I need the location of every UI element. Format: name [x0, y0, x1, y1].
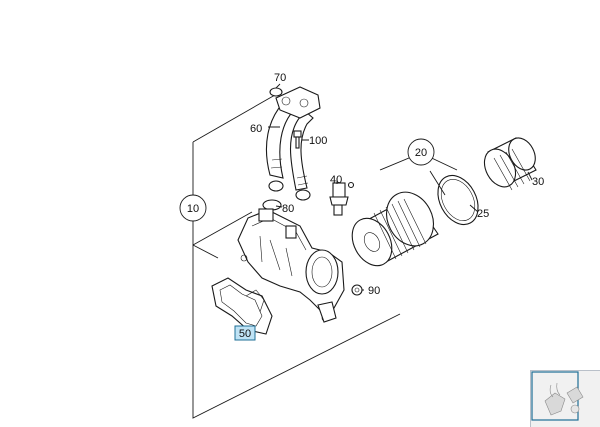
- svg-text:50: 50: [239, 328, 251, 340]
- housing-part: [237, 208, 345, 323]
- navigator-preview: [531, 371, 584, 421]
- callout-20[interactable]: 20: [407, 138, 435, 166]
- hose-60-part: [265, 86, 321, 201]
- o-ring-70-part: [269, 87, 283, 97]
- navigator-hose-sketch: [549, 382, 561, 398]
- callout-80[interactable]: 80: [282, 203, 294, 215]
- callout-10[interactable]: 10: [179, 194, 207, 222]
- navigator-filter-sketch: [566, 386, 584, 404]
- callout-60[interactable]: 60: [250, 123, 262, 135]
- diagram-navigator-thumbnail[interactable]: [530, 370, 600, 427]
- navigator-part-sketch: [544, 392, 566, 416]
- bolt-100-part: [293, 130, 302, 149]
- svg-text:10: 10: [187, 203, 199, 215]
- seal-ring-25-part: [437, 174, 479, 226]
- navigator-cap-sketch: [570, 404, 580, 414]
- leader-lines: [252, 83, 533, 340]
- screw-90-part: [351, 284, 363, 296]
- cap-30-part: [483, 137, 537, 191]
- callout-30[interactable]: 30: [532, 176, 544, 188]
- sensor-40-part: [329, 181, 355, 216]
- filter-element-20-part: [351, 191, 439, 267]
- assembly-bracket-10: [192, 94, 401, 419]
- svg-text:20: 20: [415, 147, 427, 159]
- callout-100[interactable]: 100: [309, 135, 327, 147]
- callout-90[interactable]: 90: [368, 285, 380, 297]
- callout-70[interactable]: 70: [274, 72, 286, 84]
- callout-50-selected[interactable]: 50: [234, 325, 256, 341]
- gasket-50-part: [211, 277, 273, 335]
- callout-40[interactable]: 40: [330, 174, 342, 186]
- callout-25[interactable]: 25: [477, 208, 489, 220]
